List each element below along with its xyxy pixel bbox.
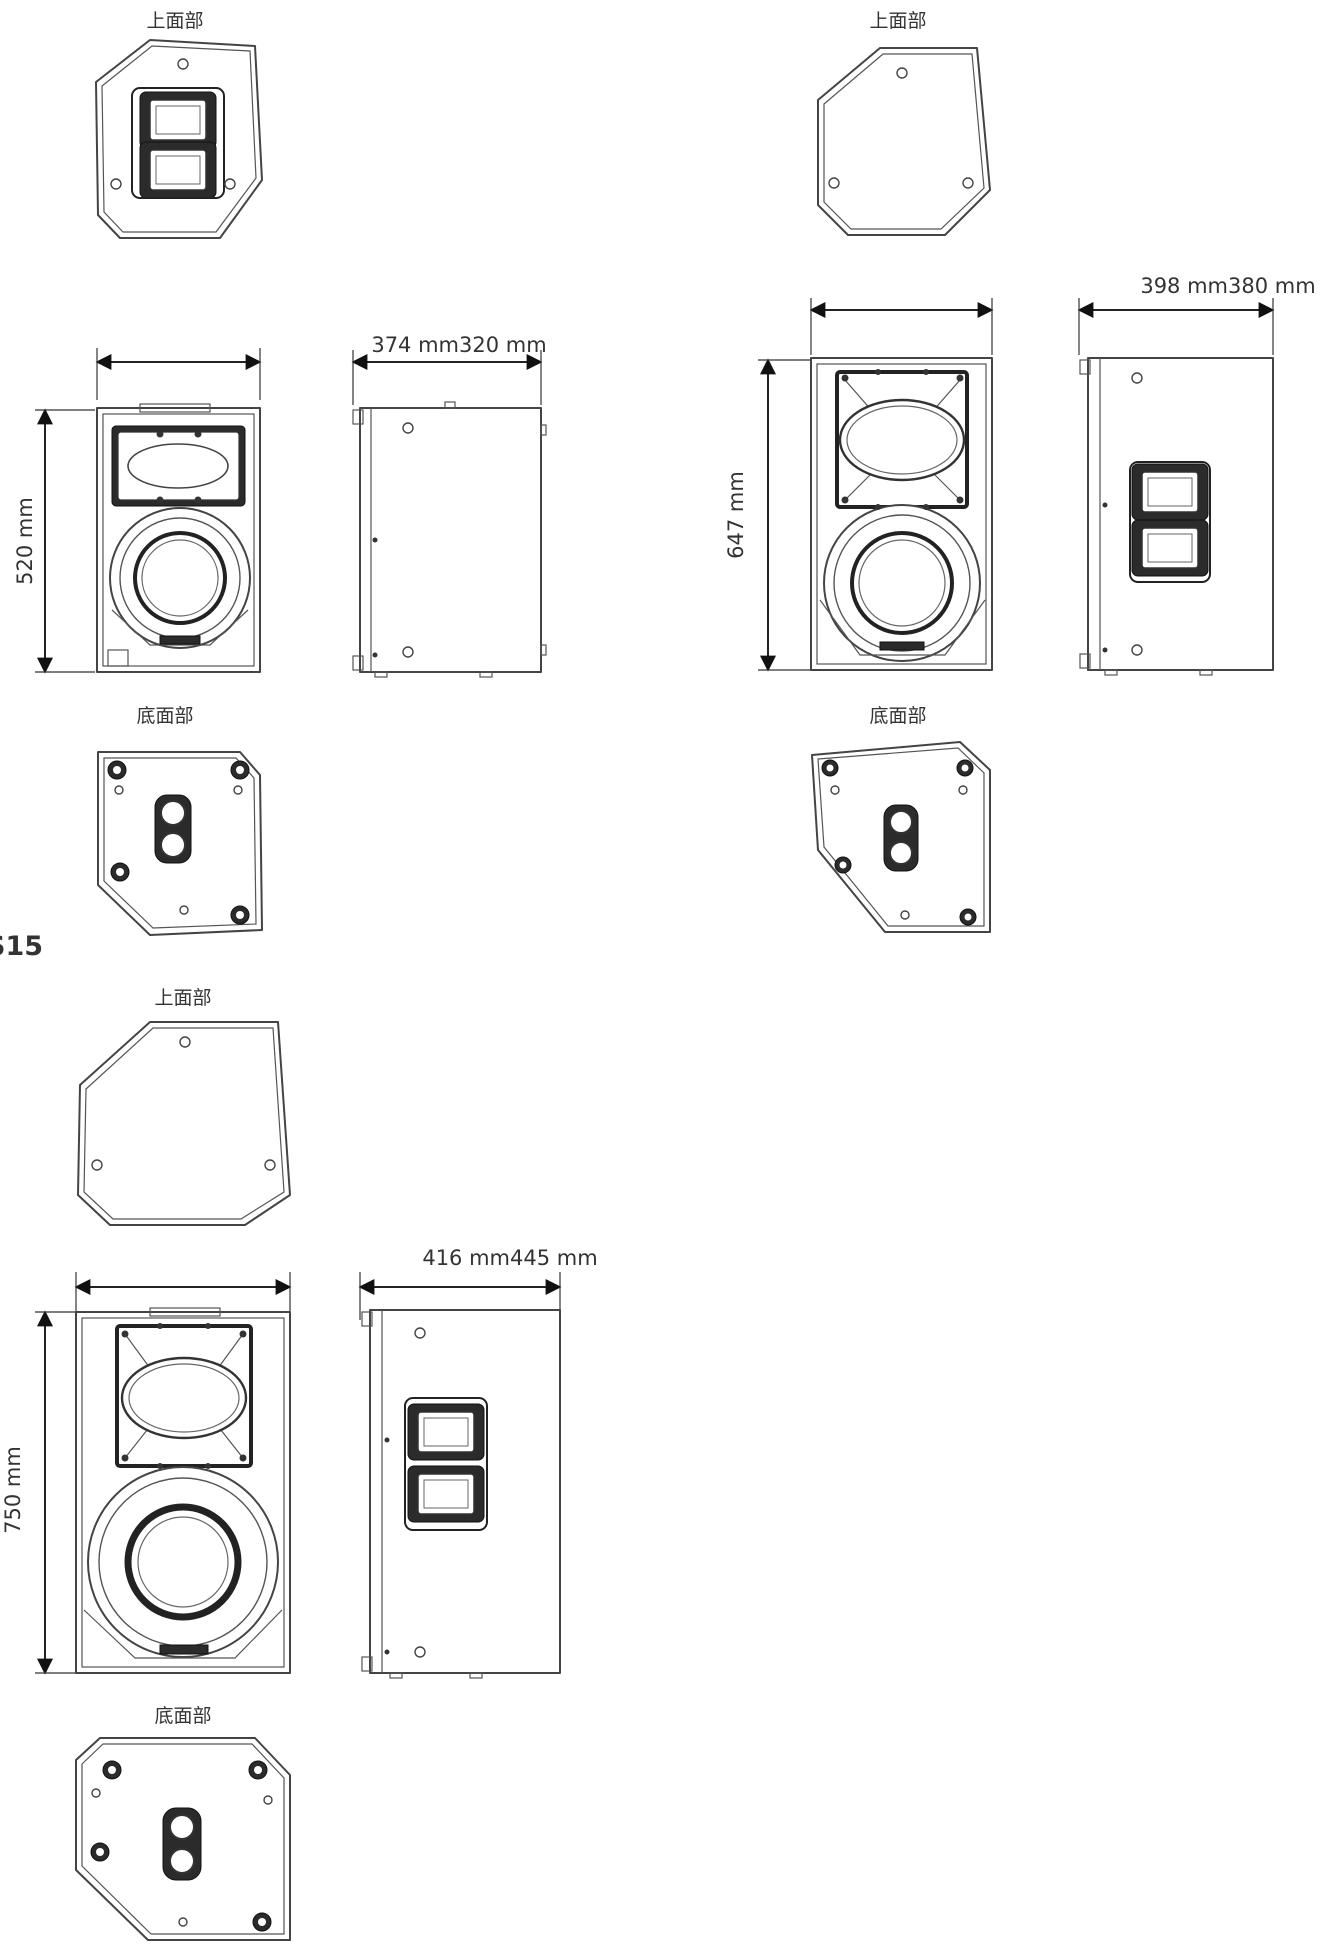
model-1-height-label: 520 mm	[13, 497, 37, 585]
model-1-side-view: 374 mm320 mm	[351, 333, 547, 678]
model-2-side-view: 398 mm380 mm	[1077, 274, 1316, 676]
model-2-depth-label: 398 mm380 mm	[1140, 274, 1315, 298]
model-3-height-label: 750 mm	[1, 1446, 25, 1534]
model-3-bottom-view	[75, 1737, 291, 1941]
model-2-top-view	[817, 47, 991, 236]
model-1-depth-label: 374 mm320 mm	[371, 333, 546, 357]
model-1-bottom-view	[97, 751, 263, 936]
model-1-top-view	[95, 39, 263, 239]
model-3-top-view	[77, 1021, 291, 1226]
model-1: 上面部 520 mm	[13, 10, 547, 936]
model-2-bottom-label: 底面部	[869, 705, 926, 727]
model-1-bottom-label: 底面部	[136, 705, 193, 727]
model-2-front-view: 647 mm	[724, 298, 994, 672]
model-3-top-label: 上面部	[154, 987, 211, 1009]
model-3-front-view: 750 mm	[1, 1272, 292, 1675]
section-heading: S15	[0, 931, 43, 962]
model-2: 上面部 647 mm	[724, 10, 1316, 933]
model-3-bottom-label: 底面部	[154, 1705, 211, 1727]
model-1-top-label: 上面部	[146, 10, 203, 32]
model-3: 上面部 750 mm	[1, 987, 598, 1941]
model-3-side-view: 416 mm445 mm	[358, 1246, 598, 1679]
model-2-top-label: 上面部	[869, 10, 926, 32]
model-1-front-view: 520 mm	[13, 348, 262, 674]
model-3-depth-label: 416 mm445 mm	[422, 1246, 597, 1270]
model-2-bottom-view	[811, 741, 991, 933]
model-2-height-label: 647 mm	[724, 471, 748, 559]
